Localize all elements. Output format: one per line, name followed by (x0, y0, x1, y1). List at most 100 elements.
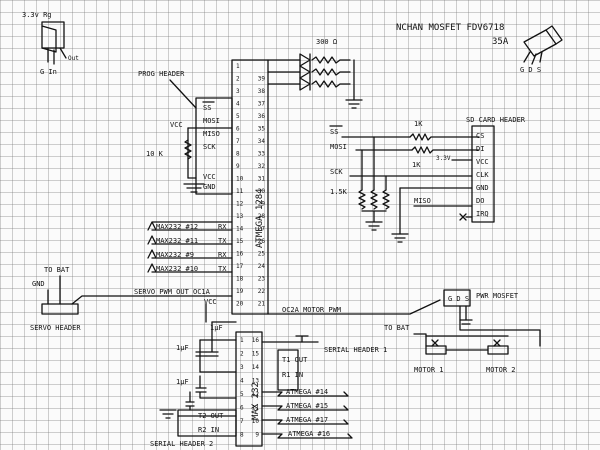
prog-ground-icon (183, 183, 205, 193)
atmega-name: ATMEGA 1284 (255, 188, 265, 248)
max-label-2-left: MAX232 #11 (156, 237, 198, 245)
servo-header (41, 275, 233, 315)
prog-pin-sck: SCK (203, 143, 216, 151)
prog-pin-vcc: VCC (203, 173, 216, 181)
regulator-label: 3.3v Rg (22, 11, 52, 19)
atmega-pin-35: 35 (258, 126, 266, 133)
max-cap1-label: 1μF (210, 324, 223, 332)
max-cap2-label: 1μF (176, 344, 189, 352)
prog-pin-gnd: GND (203, 183, 216, 191)
atmega-pin-18: 18 (236, 276, 244, 283)
max-ground-icon (159, 409, 177, 419)
atmega-pin-3: 3 (236, 88, 240, 95)
sd-pin-gnd: GND (476, 184, 489, 192)
prog-pin-miso: MISO (203, 130, 220, 138)
motor1-label: MOTOR 1 (414, 366, 444, 374)
atmega-pin-31: 31 (258, 176, 266, 183)
atmega-pin-14: 14 (236, 226, 244, 233)
atmega-pin-34: 34 (258, 138, 266, 145)
max-label-4-right: TX (218, 265, 227, 273)
serial1-link-2: ATMEGA #15 (286, 402, 328, 410)
sd-card-title: SD CARD HEADER (466, 116, 526, 124)
servo-bat-label: TO BAT (44, 266, 70, 274)
serial2-title: SERIAL HEADER 2 (150, 440, 213, 448)
atmega-pin-23: 23 (258, 276, 266, 283)
atmega-pin-5: 5 (236, 113, 240, 120)
prog-resistor (184, 139, 192, 160)
max-label-1-left: MAX232 #12 (156, 223, 198, 231)
atmega-pin-25: 25 (258, 251, 266, 258)
max232-pin-2: 2 (240, 351, 244, 358)
max232-pin-16: 16 (252, 337, 260, 344)
atmega-pin-1: 1 (236, 63, 240, 70)
max-label-2-right: TX (218, 237, 227, 245)
atmega-pin-24: 24 (258, 263, 266, 270)
motor-bat-label: TO BAT (384, 324, 410, 332)
prog-header-title: PROG HEADER (138, 70, 185, 78)
sd-miso-label: MISO (414, 197, 431, 205)
max232-pin-4: 4 (240, 378, 244, 385)
motor-wiring (413, 305, 541, 355)
atmega-pin-17: 17 (236, 263, 244, 270)
serial1-r1: R1 IN (282, 371, 303, 379)
serial1-t1: T1 OUT (282, 356, 308, 364)
regulator-pins: G In (40, 68, 57, 76)
atmega-pin-32: 32 (258, 163, 266, 170)
serial1-link-3: ATMEGA #17 (286, 416, 328, 424)
max-label-1-right: RX (218, 223, 227, 231)
sd-pin-cs: CS (476, 132, 484, 140)
max-cap3-label: 1μF (176, 378, 189, 386)
power-mosfet-body (443, 289, 471, 307)
sd-pin-irq: IRQ (476, 210, 489, 218)
serial1-link-1: ATMEGA #14 (286, 388, 328, 396)
atmega-pin-12: 12 (236, 201, 244, 208)
led-array (267, 53, 363, 109)
sd-card-header (471, 125, 495, 223)
prog-vcc-label: VCC (170, 121, 183, 129)
atmega-pin-30: 30 (258, 188, 266, 195)
max-label-3-left: MAX232 #9 (156, 251, 194, 259)
mosfet-rating: 35A (492, 37, 509, 47)
mosfet-pin-labels: G D S (520, 66, 541, 74)
max232-pin-13: 13 (252, 378, 260, 385)
sd-pin-di: DI (476, 145, 484, 153)
sd-wiring (329, 125, 480, 243)
regulator-out: Out (68, 55, 79, 62)
atmega-pin-26: 26 (258, 238, 266, 245)
max-label-4-left: MAX232 #10 (156, 265, 198, 273)
sd-v33-label: 3.3V (436, 155, 451, 162)
atmega-pin-9: 9 (236, 163, 240, 170)
atmega-pin-11: 11 (236, 188, 244, 195)
atmega-pin-38: 38 (258, 88, 266, 95)
atmega-pin-13: 13 (236, 213, 244, 220)
max232-pin-5: 5 (240, 391, 244, 398)
sd-r1-label: 1K (414, 120, 423, 128)
serial1-link-4: ATMEGA #16 (288, 430, 330, 438)
power-mosfet-label: PWR MOSFET (476, 292, 519, 300)
max232-pin-7: 7 (240, 418, 244, 425)
max232-name: MAX 232 (251, 382, 261, 420)
atmega-pin-7: 7 (236, 138, 240, 145)
max-label-group: MAX232 #12 RX MAX232 #11 TX MAX232 #9 RX… (147, 221, 233, 273)
sd-ss-label: SS (330, 128, 338, 136)
serial-header-2 (177, 409, 237, 437)
servo-gnd-label: GND (32, 280, 45, 288)
atmega-pin-16: 16 (236, 251, 244, 258)
servo-vcc-label: VCC (204, 298, 217, 306)
atmega-pin-37: 37 (258, 101, 266, 108)
atmega-pin-36: 36 (258, 113, 266, 120)
max-label-3-right: RX (218, 251, 227, 259)
atmega-pin-6: 6 (236, 126, 240, 133)
max232-pin-8: 8 (240, 432, 244, 439)
max232-pin-6: 6 (240, 405, 244, 412)
serial2-t2: T2 OUT (198, 412, 224, 420)
max232-capacitors (159, 303, 237, 419)
prog-header-box (195, 97, 233, 195)
sd-pin-vcc: VCC (476, 158, 489, 166)
atmega-pin-28: 28 (258, 213, 266, 220)
